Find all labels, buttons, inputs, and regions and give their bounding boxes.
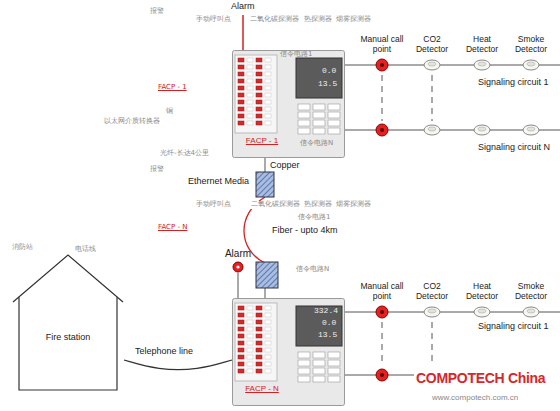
node-label: Alarm [223,248,253,259]
annotation-label: Signaling circuit 1 [478,322,549,332]
dashed-line [382,75,383,121]
detector-symbol [508,58,554,72]
display-reading: 0.0 [322,67,336,76]
translation-note: 手动呼叫点 [196,16,231,24]
display-reading: 332.4 [314,307,338,316]
call-point-symbol [359,58,405,72]
circuit-wire [554,65,560,66]
node-label: CO2 Detector [409,282,455,301]
node-label: Heat Detector [459,35,505,54]
field-device: Heat Detector [459,35,505,72]
circuit-wire [505,65,508,66]
translation-note: 热探测器 [304,16,332,24]
connector-label: Telephone line [134,346,194,356]
annotation-label: Fiber - upto 4km [272,226,338,236]
call-point-symbol [359,305,405,319]
translation-note: 热探测器 [304,201,332,209]
media-converter [256,172,274,197]
annotation-label: Alarm [231,2,255,12]
translation-note: 二氧化碳探测器 [250,16,299,24]
circuit-wire [345,65,359,66]
media-converter [256,262,278,288]
detector-symbol [459,58,505,72]
detector-symbol [424,125,440,135]
translation-note: 以太网介质转换器 [104,118,160,126]
detector-symbol [474,125,490,135]
circuit-wire [455,312,459,313]
translation-note: 信令电路1 [298,214,330,222]
translation-note: 消防站 [12,244,33,252]
display-reading: 0.0 [322,319,336,328]
watermark-url: www.compotech.com.cn [432,394,518,403]
detector-symbol [459,305,505,319]
dashed-line [382,322,383,366]
watermark: COMPOTECH China [416,371,545,386]
translation-note: 手动呼叫点 [196,201,231,209]
node-label: Fire station [12,332,124,342]
panel-name-note: FACP - N [158,224,187,232]
circuit-wire [405,312,409,313]
translation-note: 信令电路N [296,266,329,274]
alarm-sounder: Alarm [223,248,253,273]
node-label: FACP - N [238,384,286,393]
node-label: Manual call point [359,35,405,54]
translation-note: 光纤-长达4公里 [160,150,209,158]
circuit-wire [455,65,459,66]
node-label: Heat Detector [459,282,505,301]
field-device: Smoke Detector [508,35,554,72]
call-point-symbol [376,124,388,136]
detector-symbol [409,305,455,319]
display-reading: 13.5 [318,80,337,89]
field-device: CO2 Detector [409,282,455,319]
field-device: Heat Detector [459,282,505,319]
fire-station-building: Fire station [12,252,124,392]
alarm-wire [242,15,244,50]
detector-symbol [508,305,554,319]
annotation-label: Signaling circuit N [478,143,550,153]
node-label: Manual call point [359,282,405,301]
telephone-line [124,360,232,370]
display-reading: 13.5 [318,331,337,340]
detector-symbol [409,58,455,72]
call-point-symbol [376,369,388,381]
translation-note: 铜 [166,108,173,116]
field-device: Manual call point [359,35,405,72]
annotation-label: Ethernet Media [188,177,249,187]
circuit-wire [505,312,508,313]
field-device: CO2 Detector [409,35,455,72]
translation-note: 信令电路N [300,140,333,148]
dashed-line [432,75,433,121]
alarm-symbol [223,261,253,273]
node-label: CO2 Detector [409,35,455,54]
panel-name-note: FACP - 1 [158,84,187,92]
annotation-label: Signaling circuit 1 [478,78,549,88]
translation-note: 报警 [150,8,164,16]
circuit-wire [238,273,239,298]
node-label: Smoke Detector [508,35,554,54]
house-outline [12,252,124,392]
translation-note: 二氧化碳探测器 [250,201,301,209]
translation-note: 信令电路1 [280,51,312,59]
node-label: FACP - 1 [238,136,286,145]
annotation-label: Copper [270,161,300,171]
field-device: Manual call point [359,282,405,319]
translation-note: 电话线 [75,246,96,254]
node-label: Smoke Detector [508,282,554,301]
circuit-wire [345,312,359,313]
dashed-line [432,322,433,366]
detector-symbol [523,125,539,135]
translation-note: 烟雾探测器 [336,201,371,209]
translation-note: 烟雾探测器 [336,16,371,24]
field-device: Smoke Detector [508,282,554,319]
circuit-wire [554,312,560,313]
circuit-wire [405,65,409,66]
translation-note: 报警 [150,166,164,174]
